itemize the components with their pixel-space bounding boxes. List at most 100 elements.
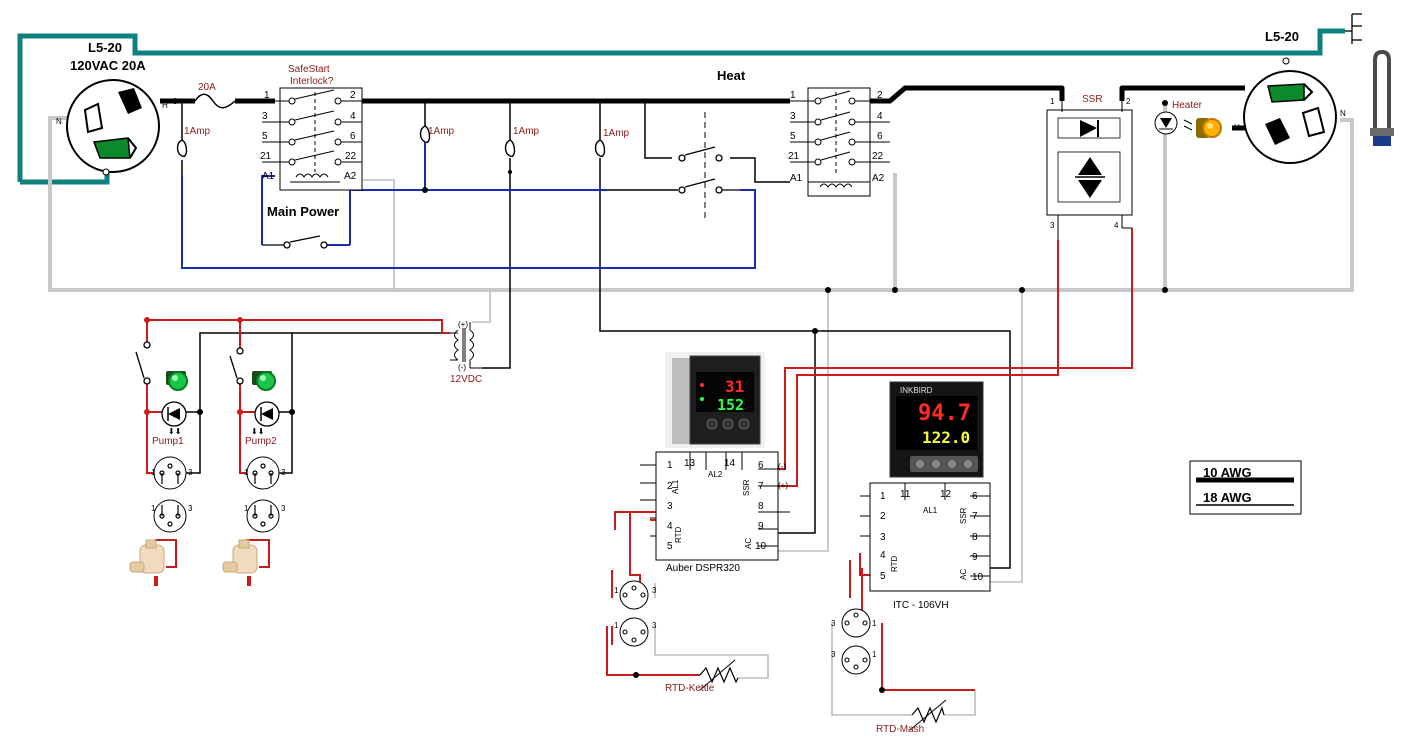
fuse-label-1: 1Amp xyxy=(184,126,211,137)
auber-display-top: 31 xyxy=(725,377,744,396)
pump2-plug-pin-1: 1 xyxy=(244,504,249,513)
receptacle-left xyxy=(66,79,160,176)
fuse-main-label: 20A xyxy=(198,82,216,93)
itc-al1-label: AL1 xyxy=(923,506,938,515)
plug-left-pin-h: H xyxy=(162,101,168,110)
auber-display-bottom: 152 xyxy=(717,396,744,414)
rtd-kettle-plug-pin-3: 3 xyxy=(652,621,657,630)
auber-name: Auber DSPR320 xyxy=(666,563,740,574)
heater-indicator-icon xyxy=(1154,111,1222,138)
pump1-conn-pin-3: 3 xyxy=(188,468,193,477)
rtd-mash-plug-pin-3: 3 xyxy=(831,650,836,659)
psu-plus: (+) xyxy=(458,320,468,329)
pump1-plug-pin-1: 1 xyxy=(151,504,156,513)
pump2-circuit: ⬇⬇ xyxy=(222,347,280,586)
auber-pin-10: 10 xyxy=(755,541,767,552)
itc-display-bottom: 122.0 xyxy=(922,428,970,447)
auber-pin-9: 9 xyxy=(758,521,764,532)
itc-display-top: 94.7 xyxy=(918,401,971,426)
auber-photo: 31 152 xyxy=(665,352,765,448)
heat-switch xyxy=(678,146,740,194)
rtd-kettle-label: RTD-Kettle xyxy=(665,683,715,694)
relay-heat-pin-2: 2 xyxy=(877,90,883,101)
ssr-label: SSR xyxy=(1082,94,1103,105)
rtd-kettle-conn-pin-3: 3 xyxy=(652,586,657,595)
auber-al2-label: AL2 xyxy=(708,470,723,479)
pump2-plug-pin-3: 3 xyxy=(281,504,286,513)
plug-left-type: L5-20 xyxy=(88,40,122,55)
plug-left-pin-n: N xyxy=(56,117,62,126)
auber-pin-14: 14 xyxy=(724,458,736,469)
relay-heat-pin-6: 6 xyxy=(877,131,883,142)
auber-pin-1: 1 xyxy=(667,460,673,471)
rtd-mash-label: RTD-Mash xyxy=(876,724,924,735)
itc-pin-6: 6 xyxy=(972,491,978,502)
rtd-mash-plug-pin-1: 1 xyxy=(872,650,877,659)
relay-main-pin-4: 4 xyxy=(350,111,356,122)
relay-main-pin-1: 1 xyxy=(264,90,270,101)
psu-transformer xyxy=(450,322,482,369)
pump2-conn-pin-1: 1 xyxy=(244,468,249,477)
psu-label: 12VDC xyxy=(450,374,482,385)
itc-photo: INKBIRD 94.7 122.0 xyxy=(889,381,984,478)
svg-text:⬇⬇: ⬇⬇ xyxy=(251,427,264,436)
legend-heavy: 10 AWG xyxy=(1203,465,1252,480)
relay-main-title-1: SafeStart xyxy=(288,64,330,75)
relay-main-pin-6: 6 xyxy=(350,131,356,142)
control-wires xyxy=(161,101,1011,569)
fuse-label-4: 1Amp xyxy=(603,128,630,139)
ssr-block xyxy=(1046,101,1133,240)
ssr-pin-1: 1 xyxy=(1050,97,1055,106)
ground-symbol-icon xyxy=(1345,13,1362,44)
auber-pin-2: 2 xyxy=(667,481,673,492)
relay-main-title-2: Interlock? xyxy=(290,76,334,87)
rtd-kettle-connectors xyxy=(619,580,649,647)
rtd-kettle-conn-pin-1: 1 xyxy=(614,586,619,595)
fuse-label-3: 1Amp xyxy=(513,126,540,137)
ssr-pin-2: 2 xyxy=(1126,97,1131,106)
junctions xyxy=(144,100,1168,693)
auber-al1-label: AL1 xyxy=(671,479,680,494)
itc-name: ITC - 106VH xyxy=(893,600,949,611)
rtd-kettle-plug-pin-1: 1 xyxy=(614,621,619,630)
pump1-circuit: ⬇⬇ xyxy=(129,341,188,586)
relay-heat-pin-a2: A2 xyxy=(872,173,885,184)
auber-ac-label: AC xyxy=(744,538,753,549)
itc-pin-3: 3 xyxy=(880,532,886,543)
small-fuses xyxy=(176,125,606,157)
pump2-label: Pump2 xyxy=(245,436,277,447)
itc-pin-4: 4 xyxy=(880,550,886,561)
receptacle-right xyxy=(1243,57,1337,164)
auber-pin-7: 7 xyxy=(758,481,764,492)
ssr-pin-4: 4 xyxy=(1114,221,1119,230)
hot-wire xyxy=(160,85,1245,131)
auber-ssr-label: SSR xyxy=(742,479,751,496)
itc-rtd-label: RTD xyxy=(890,555,899,572)
relay-main-pin-2: 2 xyxy=(350,90,356,101)
rtd-mash-conn-pin-3: 3 xyxy=(831,619,836,628)
rtd-mash-resistor-icon xyxy=(911,706,945,724)
plug-right-pin-h: H xyxy=(1234,123,1240,132)
neutral-thin-wires xyxy=(363,179,1023,716)
auber-minus-label: (-) xyxy=(778,462,786,471)
pump1-motor-icon xyxy=(129,539,165,586)
rtd-mash-connectors xyxy=(841,608,871,675)
itc-brand: INKBIRD xyxy=(900,386,933,395)
relay-main-pin-22: 22 xyxy=(345,151,357,162)
relay-heat-pin-21: 21 xyxy=(788,151,800,162)
itc-pin-7: 7 xyxy=(972,511,978,522)
legend-light: 18 AWG xyxy=(1203,490,1252,505)
itc-block xyxy=(860,482,991,592)
relay-main-pin-21: 21 xyxy=(260,151,272,162)
relay-heat-pin-3: 3 xyxy=(790,111,796,122)
plug-right-pin-n: N xyxy=(1340,109,1346,118)
main-power-switch xyxy=(262,235,328,249)
heater-element-icon xyxy=(1370,49,1394,146)
svg-text:⬇⬇: ⬇⬇ xyxy=(168,427,181,436)
auber-pin-8: 8 xyxy=(758,501,764,512)
relay-heat-pin-5: 5 xyxy=(790,131,796,142)
relay-main-pin-a1: A1 xyxy=(262,171,275,182)
relay-main-pin-3: 3 xyxy=(262,111,268,122)
itc-pin-9: 9 xyxy=(972,552,978,563)
itc-ac-label: AC xyxy=(959,569,968,580)
